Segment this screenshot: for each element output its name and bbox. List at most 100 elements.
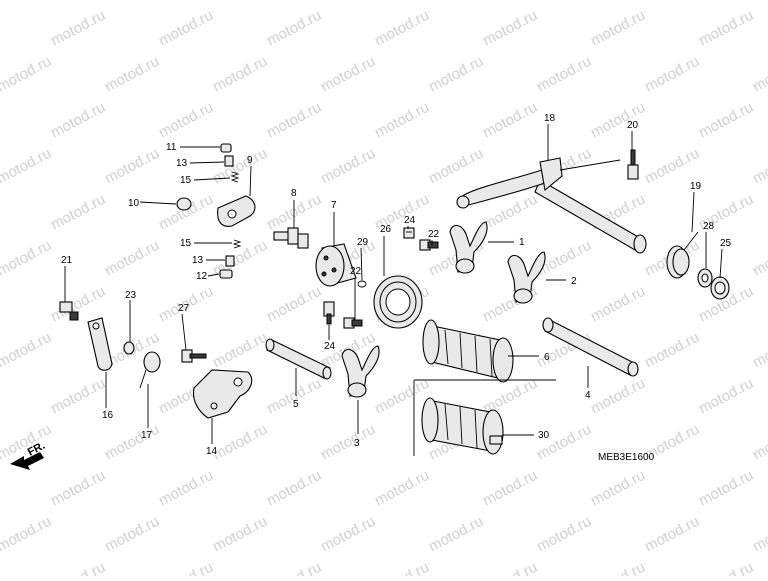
bolt-22b [344, 318, 362, 328]
part-callout-number: 24 [404, 215, 416, 226]
part-callout-number: 16 [102, 410, 114, 421]
shift-fork-3 [342, 346, 379, 397]
part-callout-number: 27 [178, 303, 190, 314]
part-callout-number: 2 [571, 276, 577, 287]
washer-25 [711, 277, 729, 299]
watermark-text: motod.ru [48, 559, 108, 576]
watermark-text: motod.ru [102, 145, 162, 188]
leader-line [140, 202, 176, 204]
watermark-text: motod.ru [264, 559, 324, 576]
part-callout-number: 3 [354, 438, 360, 449]
watermark-text: motod.ru [264, 375, 324, 418]
part-callout-number: 23 [125, 290, 137, 301]
watermark-text: motod.ru [588, 559, 648, 576]
watermark-text: motod.ru [210, 329, 270, 372]
watermark-text: motod.ru [480, 467, 540, 510]
watermark-text: motod.ru [588, 283, 648, 326]
watermark-text: motod.ru [588, 467, 648, 510]
watermark-text: motod.ru [750, 421, 768, 464]
stopper-arm-9 [218, 196, 255, 226]
watermark-text: motod.ru [48, 191, 108, 234]
watermark-text: motod.ru [750, 237, 768, 280]
shift-drum-6 [423, 320, 513, 382]
watermark-text: motod.ru [642, 513, 702, 556]
watermark-text: motod.ru [750, 53, 768, 96]
watermark-text: motod.ru [318, 513, 378, 556]
watermark-text: motod.ru [696, 99, 756, 142]
watermark-text: motod.ru [750, 513, 768, 556]
shift-fork-2 [508, 252, 545, 303]
circlip-29 [358, 281, 366, 287]
watermark-text: motod.ru [210, 53, 270, 96]
watermark-text: motod.ru [102, 421, 162, 464]
watermark-text: motod.ru [372, 99, 432, 142]
bearing-26 [374, 276, 422, 328]
watermark-text: motod.ru [480, 7, 540, 50]
part-callout-number: 1 [519, 237, 525, 248]
watermark-text: motod.ru [102, 513, 162, 556]
watermark-text: motod.ru [264, 99, 324, 142]
part-callout-number: 24 [324, 341, 336, 352]
watermark-text: motod.ru [156, 191, 216, 234]
cap-12 [220, 270, 232, 278]
watermark-text: motod.ru [156, 467, 216, 510]
collar-28 [698, 269, 712, 287]
watermark-text: motod.ru [318, 0, 378, 4]
part-callout-number: 15 [180, 238, 192, 249]
watermark-text: motod.ru [750, 329, 768, 372]
part-callout-number: 13 [192, 255, 204, 266]
watermark-text: motod.ru [210, 145, 270, 188]
part-callout-number: 7 [331, 200, 337, 211]
part-callout-number: 25 [720, 238, 732, 249]
part-callout-number: 21 [61, 255, 73, 266]
bolt-24b [324, 302, 334, 324]
part-callout-number: 20 [627, 120, 639, 131]
part-callout-number: 17 [141, 430, 153, 441]
watermark-text: motod.ru [372, 559, 432, 576]
part-callout-number: 26 [380, 224, 392, 235]
spring-17 [140, 352, 160, 388]
cap-11 [221, 144, 231, 152]
collar-13a [225, 156, 233, 166]
part-callout-number: 22 [350, 266, 362, 277]
watermark-text: motod.ru [372, 7, 432, 50]
watermark-text: motod.ru [534, 513, 594, 556]
bolt-27 [182, 350, 206, 362]
leader-line [190, 162, 224, 163]
watermark-text: motod.ru [264, 7, 324, 50]
part-callout-number: 22 [428, 229, 440, 240]
watermark-text: motod.ru [0, 0, 54, 4]
watermark-text: motod.ru [588, 7, 648, 50]
watermark-text: motod.ru [318, 421, 378, 464]
collar-13b [226, 256, 234, 266]
pin-8 [274, 228, 308, 248]
washer-23 [124, 342, 134, 354]
diagram-code: MEB3E1600 [598, 452, 655, 463]
watermark-text: motod.ru [264, 283, 324, 326]
part-callout-number: 19 [690, 181, 702, 192]
spring-15b [234, 240, 240, 248]
part-callout-number: 28 [703, 221, 715, 232]
watermark-text: motod.ru [696, 467, 756, 510]
part-callout-number: 11 [166, 142, 177, 153]
watermark-text: motod.ru [588, 375, 648, 418]
watermark-text: motod.ru [0, 421, 54, 464]
leader-line [692, 192, 694, 232]
watermark-text: motod.ru [534, 0, 594, 4]
watermark-text: motod.ru [0, 513, 54, 556]
watermark-text: motod.ru [372, 467, 432, 510]
part-callout-number: 18 [544, 113, 556, 124]
watermark-text: motod.ru [264, 467, 324, 510]
watermark-text: motod.ru [426, 513, 486, 556]
watermark-text: motod.ru [210, 0, 270, 4]
watermark-text: motod.ru [102, 237, 162, 280]
watermark-text: motod.ru [48, 375, 108, 418]
watermark-text: motod.ru [534, 421, 594, 464]
watermark-text: motod.ru [0, 237, 54, 280]
watermark-text: motod.ru [534, 53, 594, 96]
nut-10 [177, 198, 191, 210]
leader-line [720, 249, 722, 278]
watermark-text: motod.ru [588, 99, 648, 142]
watermark-text: motod.ru [426, 0, 486, 4]
